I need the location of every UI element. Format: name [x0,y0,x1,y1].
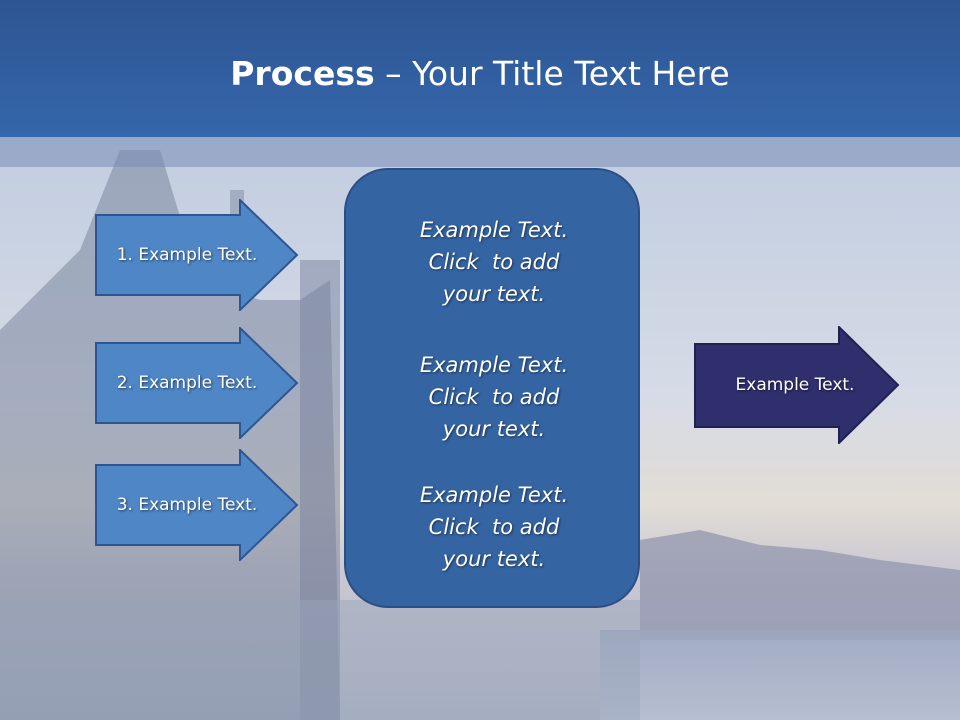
arrow-shape-2 [95,327,299,439]
title-rest: – Your Title Text Here [374,54,730,93]
process-step-label-2: 2. Example Text. [116,373,258,393]
center-block-1-line-3: your text. [442,282,546,306]
center-block-2-line-2: Click to add [428,385,560,409]
center-block-3-line-3: your text. [442,547,546,571]
process-step-label-1: 1. Example Text. [116,245,258,265]
title-bar [0,0,960,137]
center-block-3-line-2: Click to add [428,515,560,539]
result-arrow-shape [694,326,900,444]
center-block-2-line-3: your text. [442,417,546,441]
center-block-3-line-1: Example Text. [419,483,569,507]
title-bold: Process [230,54,375,93]
process-step-arrow-2[interactable]: 2. Example Text. [95,327,299,439]
process-step-label-3: 3. Example Text. [116,495,258,515]
center-text-block-2[interactable]: Example Text. Click to add your text. [346,349,642,445]
center-block-2-line-1: Example Text. [419,353,569,377]
process-step-arrow-1[interactable]: 1. Example Text. [95,199,299,311]
result-arrow-label: Example Text. [735,375,855,395]
slide-title[interactable]: Process – Your Title Text Here [0,52,960,96]
result-arrow[interactable]: Example Text. [694,326,900,444]
arrow-shape-1 [95,199,299,311]
center-text-block-1[interactable]: Example Text. Click to add your text. [346,214,642,310]
center-block-1-line-2: Click to add [428,250,560,274]
center-text-box[interactable]: Example Text. Click to add your text. Ex… [344,168,640,608]
center-text-block-3[interactable]: Example Text. Click to add your text. [346,479,642,575]
arrow-shape-3 [95,449,299,561]
process-step-arrow-3[interactable]: 3. Example Text. [95,449,299,561]
title-band [0,137,960,167]
center-block-1-line-1: Example Text. [419,218,569,242]
